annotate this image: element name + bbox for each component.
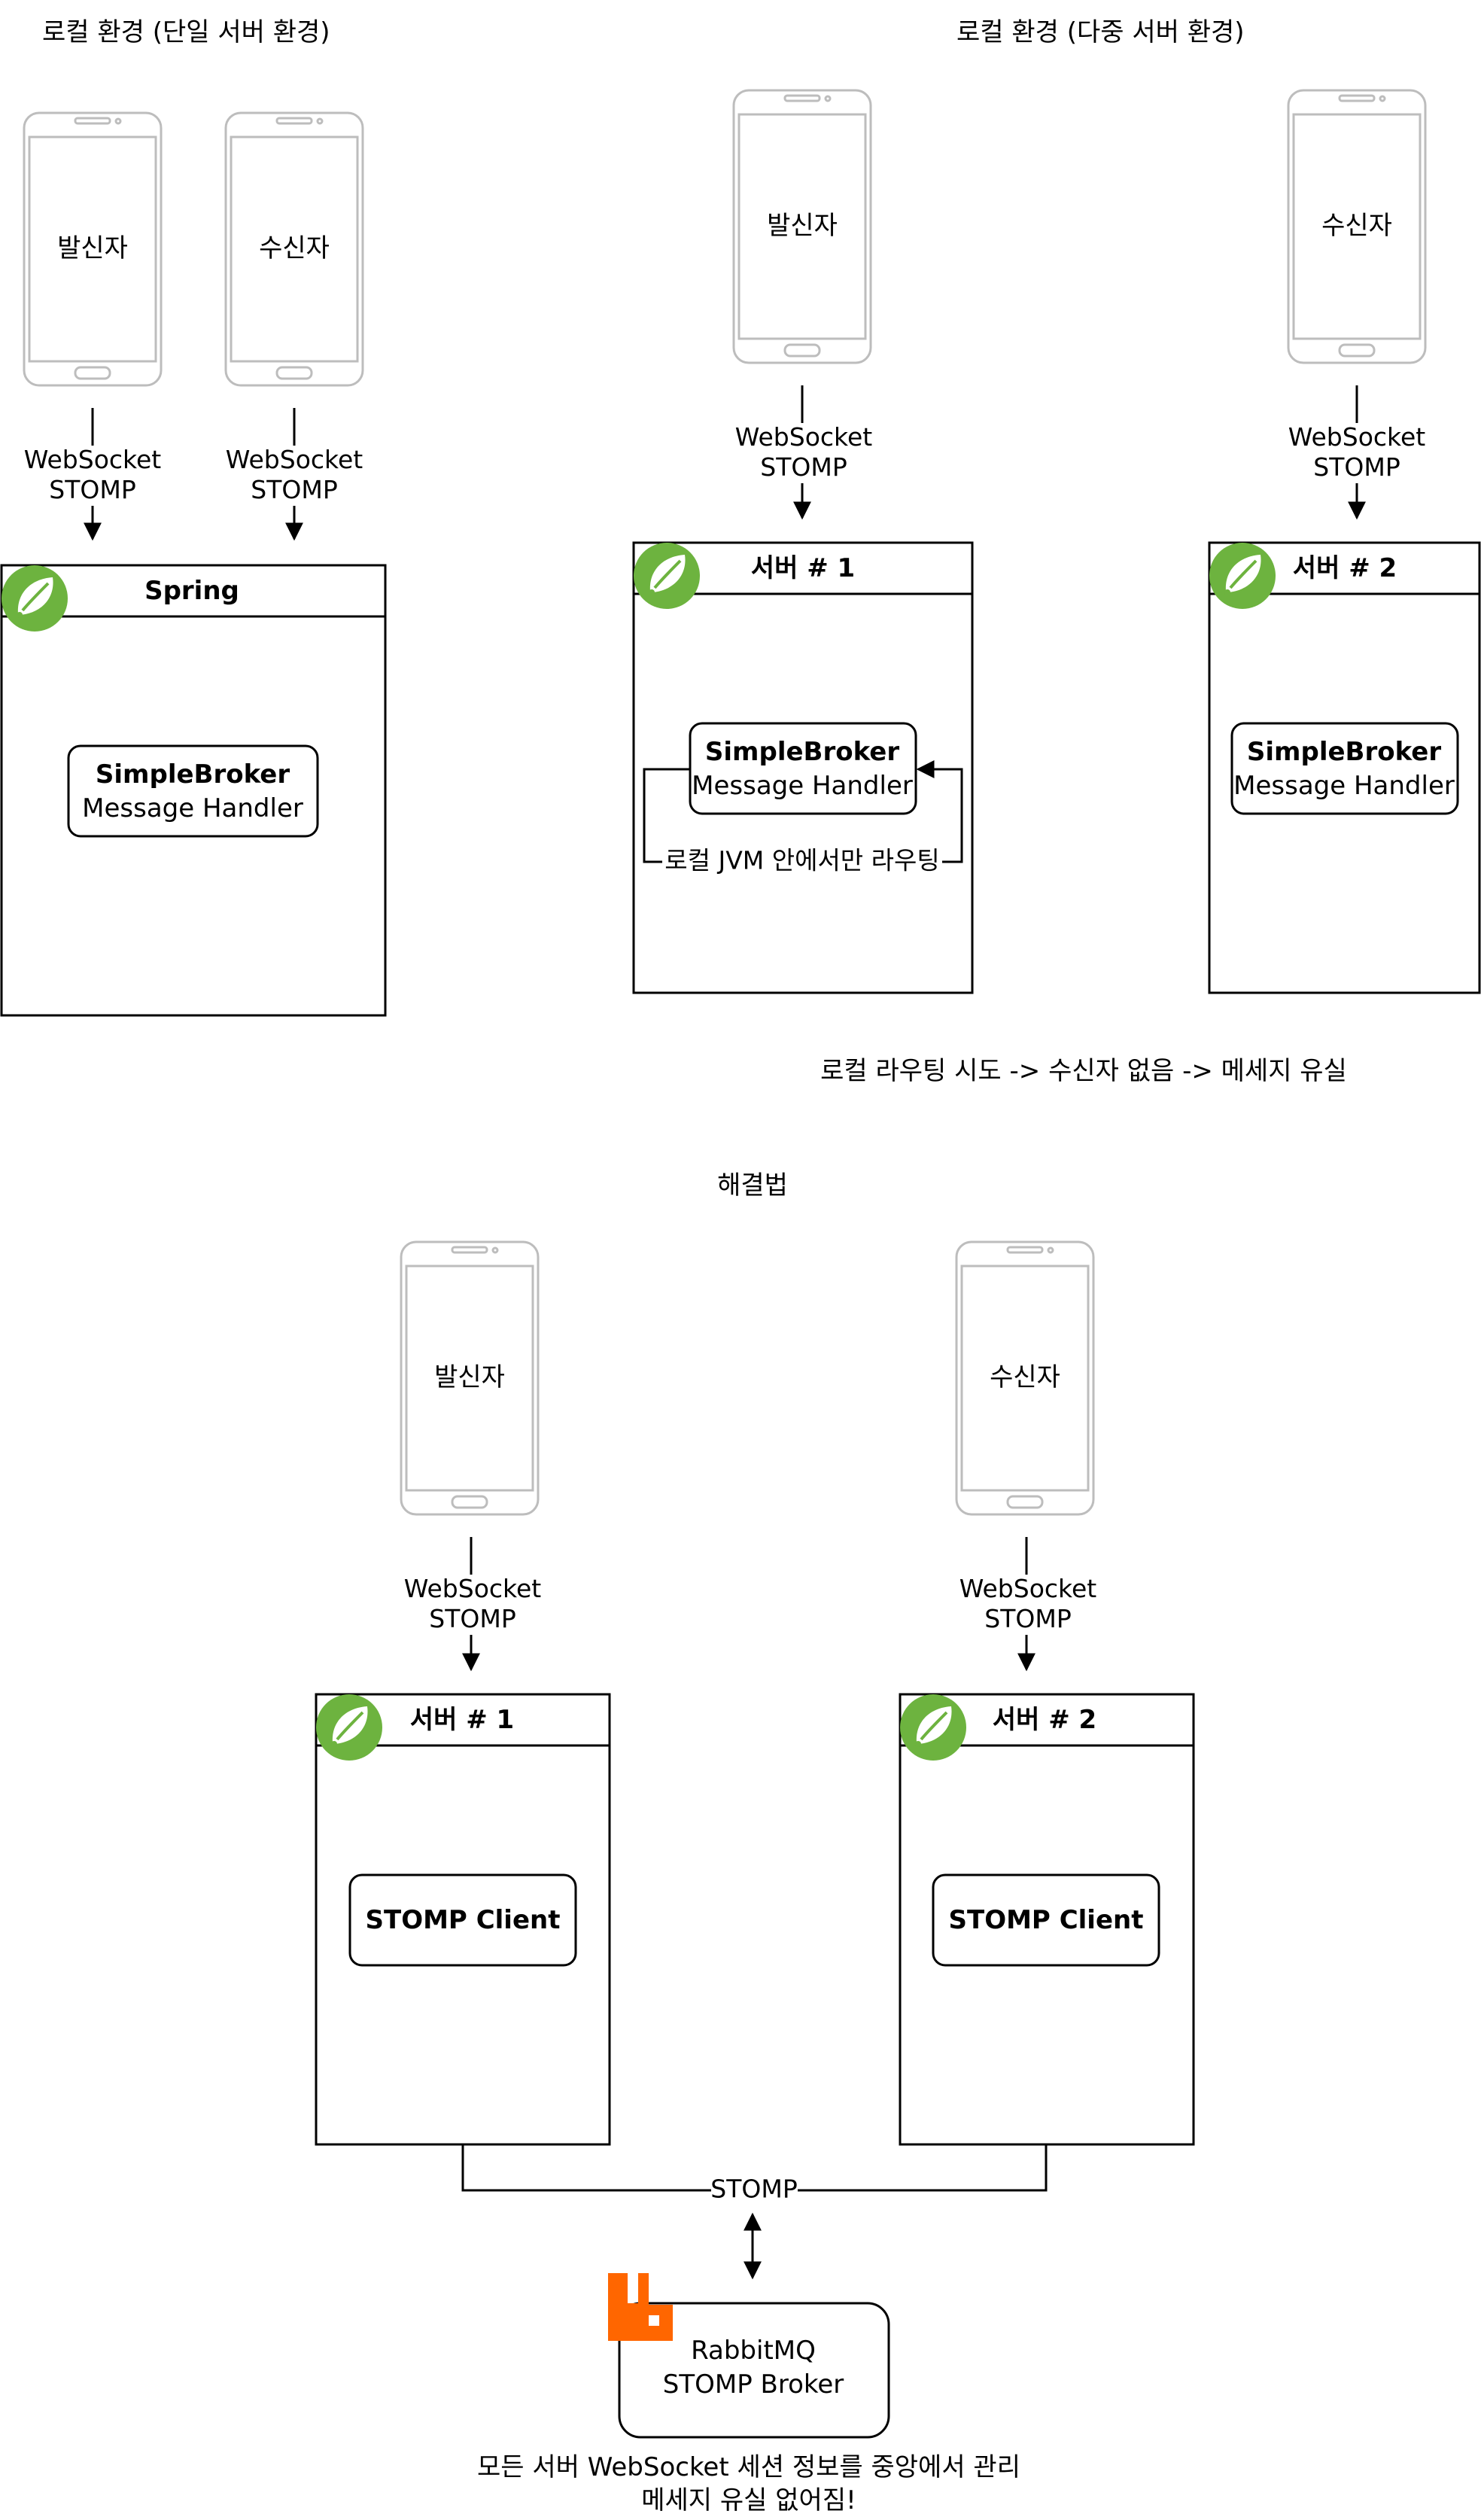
sender-phone: 발신자	[23, 111, 163, 387]
server-title: 서버 # 1	[751, 553, 855, 583]
spring-leaf-icon	[315, 1693, 384, 1762]
simple-broker-box: SimpleBroker Message Handler	[67, 744, 319, 838]
protocol-label-line2: STOMP	[984, 1604, 1071, 1633]
solution-note-line2: 메세지 유실 없어짐!	[641, 2485, 856, 2515]
spring-leaf-icon	[632, 541, 701, 610]
simple-broker-box: SimpleBroker Message Handler	[689, 722, 917, 815]
spring-server-box: Spring SimpleBroker Message Handler	[0, 564, 387, 1017]
sender-phone: 발신자	[732, 89, 872, 364]
server-title: Spring	[144, 576, 239, 606]
receiver-phone: 수신자	[1287, 89, 1427, 364]
protocol-label-line1: WebSocket	[226, 445, 363, 474]
rabbitmq-broker-box: RabbitMQ STOMP Broker	[608, 2273, 890, 2439]
stomp-link-right	[798, 2144, 1048, 2192]
solution-note-line1: 모든 서버 WebSocket 세션 정보를 중앙에서 관리	[477, 2452, 1020, 2482]
spring-leaf-icon	[899, 1693, 968, 1762]
multi-server-title: 로컬 환경 (다중 서버 환경)	[956, 17, 1245, 47]
protocol-label-line1: WebSocket	[404, 1574, 541, 1603]
loop-arrow-right	[916, 760, 963, 863]
protocol-label-line1: WebSocket	[24, 445, 161, 474]
protocol-label-line1: WebSocket	[1288, 422, 1425, 452]
spring-leaf-icon	[0, 564, 69, 633]
server-title: 서버 # 2	[1293, 553, 1397, 583]
component-title: SimpleBroker	[1247, 737, 1441, 767]
solution-title: 해결법	[717, 1170, 788, 1201]
broker-title: RabbitMQ	[691, 2336, 816, 2366]
component-title: SimpleBroker	[705, 737, 899, 767]
spring-leaf-icon	[1208, 541, 1277, 610]
receiver-phone: 수신자	[955, 1240, 1095, 1516]
phone-label: 수신자	[990, 1362, 1060, 1392]
component-title: SimpleBroker	[96, 759, 290, 790]
protocol-label-line2: STOMP	[1313, 452, 1400, 482]
phone-label: 수신자	[259, 233, 330, 263]
loop-line-left	[643, 768, 690, 863]
simple-broker-box: SimpleBroker Message Handler	[1230, 722, 1459, 815]
stomp-client-box: STOMP Client	[348, 1873, 577, 1967]
component-subtitle: Message Handler	[82, 793, 303, 823]
stomp-client-box: STOMP Client	[932, 1873, 1160, 1967]
failure-note: 로컬 라우팅 시도 -> 수신자 없음 -> 메세지 유실	[820, 1056, 1347, 1086]
server-2-box: 서버 # 2 SimpleBroker Message Handler	[1208, 541, 1481, 994]
protocol-label-line1: WebSocket	[959, 1574, 1096, 1603]
component-subtitle: Message Handler	[692, 771, 913, 801]
single-server-title: 로컬 환경 (단일 서버 환경)	[42, 17, 330, 47]
solution-server-2-box: 서버 # 2 STOMP Client	[899, 1693, 1195, 2146]
protocol-label-line2: STOMP	[49, 475, 135, 504]
server-1-box: 서버 # 1 SimpleBroker Message Handler 로컬 J…	[632, 541, 974, 994]
phone-label: 수신자	[1321, 211, 1392, 241]
server-title: 서버 # 1	[410, 1705, 514, 1735]
component-title: STOMP Client	[949, 1905, 1144, 1935]
protocol-label-line2: STOMP	[760, 452, 847, 482]
stomp-link-left	[461, 2144, 711, 2192]
protocol-label-line1: WebSocket	[735, 422, 872, 452]
protocol-label-line2: STOMP	[251, 475, 337, 504]
receiver-phone: 수신자	[224, 111, 364, 387]
phone-label: 발신자	[767, 211, 838, 241]
loop-label: 로컬 JVM 안에서만 라우팅	[664, 846, 940, 875]
server-title: 서버 # 2	[993, 1705, 1096, 1735]
component-subtitle: Message Handler	[1233, 771, 1455, 801]
solution-server-1-box: 서버 # 1 STOMP Client	[315, 1693, 611, 2146]
phone-label: 발신자	[57, 233, 128, 263]
component-title: STOMP Client	[366, 1905, 561, 1935]
sender-phone: 발신자	[400, 1240, 540, 1516]
protocol-label-line2: STOMP	[429, 1604, 515, 1633]
broker-subtitle: STOMP Broker	[663, 2369, 844, 2400]
stomp-link-label: STOMP	[710, 2175, 797, 2204]
phone-label: 발신자	[434, 1362, 505, 1392]
rabbitmq-icon	[608, 2273, 673, 2341]
